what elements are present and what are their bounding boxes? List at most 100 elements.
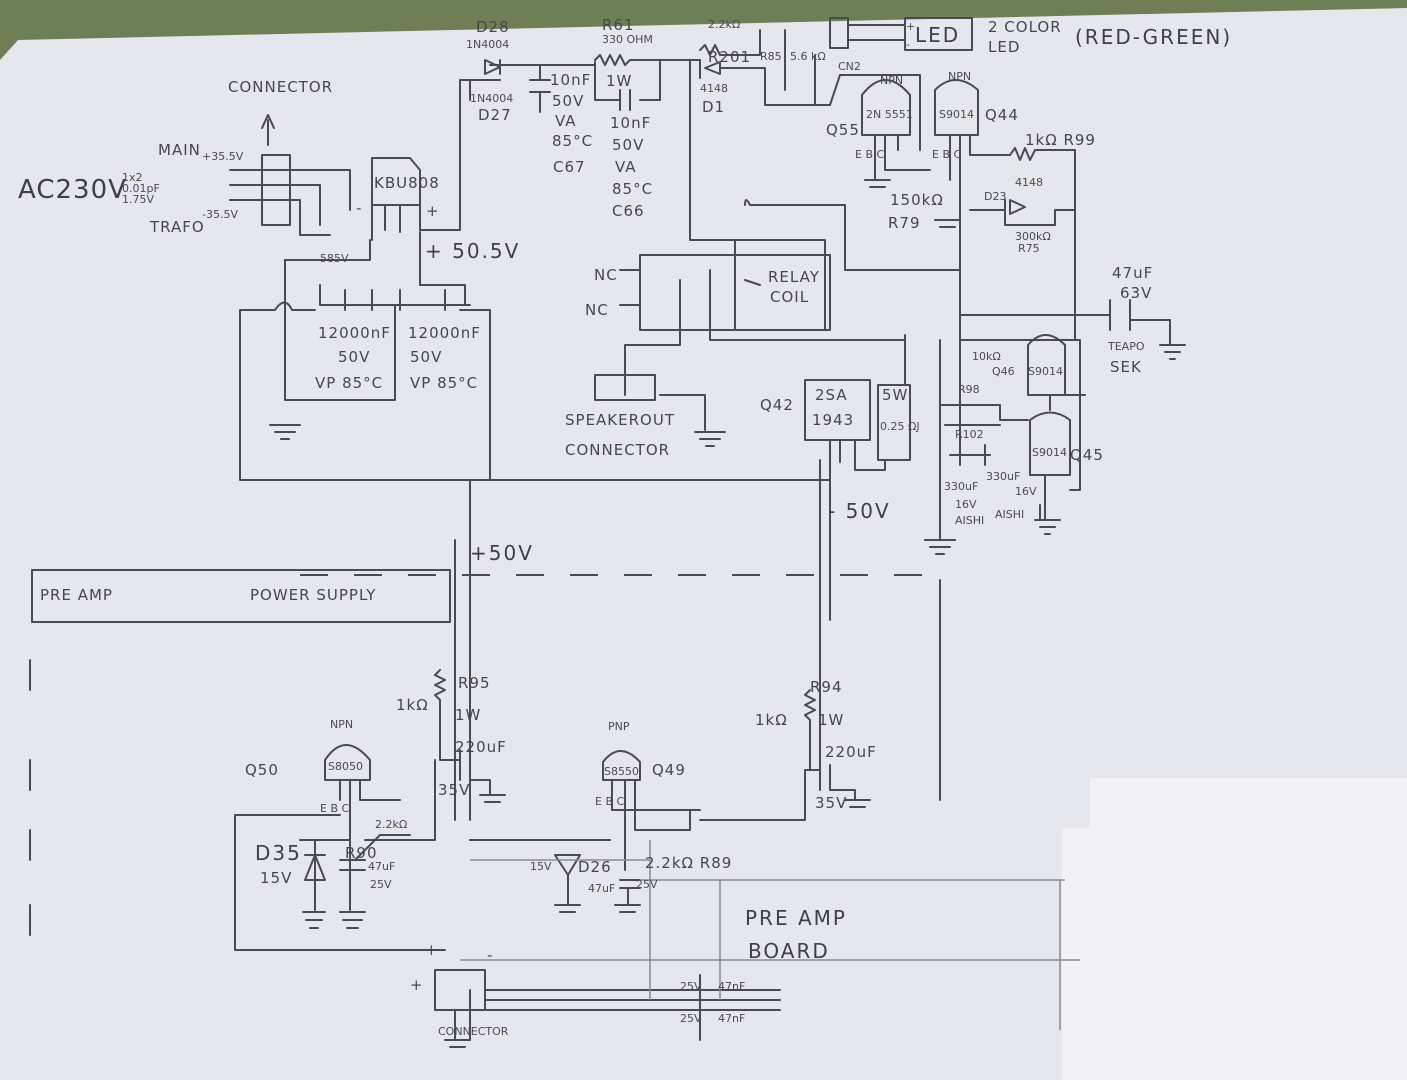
- label-25v: 25V: [636, 878, 658, 891]
- label-cap-50v: 50V: [338, 348, 370, 366]
- label-minus-35v: -35.5V: [202, 208, 238, 221]
- label-q46: Q46: [992, 365, 1015, 378]
- label-c67-type: VA: [555, 112, 577, 130]
- ground-symbols: [269, 179, 1186, 1048]
- label-q50-part: S8050: [328, 760, 363, 773]
- label-r90: R90: [345, 844, 378, 862]
- label-c330: 330uF: [986, 470, 1020, 483]
- label-r102: R102: [955, 428, 984, 441]
- label-r90-value: 2.2kΩ: [375, 818, 407, 831]
- label-connector-bottom: CONNECTOR: [438, 1025, 509, 1038]
- label-25v: 25V: [680, 1012, 702, 1025]
- label-q55-part: 2N 5551: [866, 108, 913, 121]
- label-cap-12000nf: 12000nF: [408, 324, 481, 342]
- label-speaker-connector: CONNECTOR: [565, 441, 670, 459]
- label-plus: +: [425, 941, 439, 959]
- label-ac230v: AC230V: [18, 175, 127, 205]
- label-r79-value: 150kΩ: [890, 191, 944, 209]
- label-aishi: AISHI: [955, 514, 984, 527]
- label-25v: 25V: [680, 980, 702, 993]
- label-c220: 220uF: [825, 743, 877, 761]
- label-47nf: 47nF: [718, 1012, 745, 1025]
- label-r-10k: 10kΩ: [972, 350, 1001, 363]
- label-cap-type: VP 85°C: [315, 374, 383, 392]
- label-c66: C66: [612, 202, 645, 220]
- label-led: LED: [915, 23, 960, 47]
- label-preamp: PRE AMP: [40, 586, 113, 604]
- label-plus: +: [410, 976, 424, 994]
- label-r75-value: 300kΩ: [1015, 230, 1051, 243]
- label-ebc: E B C: [595, 795, 624, 808]
- label-r95: R95: [458, 674, 491, 692]
- label-d35: D35: [255, 841, 302, 865]
- label-cap-type: VP 85°C: [410, 374, 478, 392]
- label-q42-part: 1943: [812, 411, 854, 429]
- label-q44: Q44: [985, 106, 1019, 124]
- label-c47-value: 47uF: [1112, 264, 1153, 282]
- label-trafo-spec: 1x2: [122, 171, 143, 184]
- label-minus-50v: - 50V: [828, 499, 891, 523]
- label-speaker-out: SPEAKEROUT: [565, 411, 675, 429]
- label-plus-50v: +50V: [470, 541, 534, 565]
- label-r95-value: 1kΩ: [396, 696, 429, 714]
- label-r75: R75: [1018, 242, 1040, 255]
- label-d23: D23: [984, 190, 1006, 203]
- label-q49-type: PNP: [608, 720, 630, 733]
- label-q45-part: S9014: [1032, 446, 1067, 459]
- label-plus-50-5v: + 50.5V: [425, 239, 520, 263]
- label-q46-part: S9014: [1028, 365, 1063, 378]
- label-c47-series: SEK: [1110, 358, 1142, 376]
- label-d28: D28: [476, 18, 510, 36]
- label-q42-part: 2SA: [815, 386, 848, 404]
- label-d1: D1: [702, 98, 725, 116]
- paper-sheet: [0, 8, 1407, 1080]
- label-d23-part: 4148: [1015, 176, 1043, 189]
- label-minus: -: [356, 199, 362, 217]
- label-cap-12000nf: 12000nF: [318, 324, 391, 342]
- label-led-minus: -: [906, 38, 910, 51]
- label-nc: NC: [585, 301, 609, 319]
- label-ebc: E B C: [932, 148, 961, 161]
- label-q50-type: NPN: [330, 718, 353, 731]
- label-aishi: AISHI: [995, 508, 1024, 521]
- label-c67-voltage: 50V: [552, 92, 584, 110]
- label-5w: 5W: [882, 386, 908, 404]
- label-47uf: 47uF: [588, 882, 615, 895]
- label-q44-type: NPN: [948, 70, 971, 83]
- label-led-desc: 2 COLOR: [988, 18, 1062, 36]
- blank-patch: [1090, 778, 1407, 1080]
- label-c67-temp: 85°C: [552, 132, 593, 150]
- label-relay: RELAY: [768, 268, 820, 286]
- label-q44-part: S9014: [939, 108, 974, 121]
- label-led-plus: +: [906, 20, 915, 33]
- label-35v: 35V: [438, 781, 470, 799]
- label-0-25-ohm: 0.25 ΩJ: [880, 420, 920, 433]
- label-r85: R85: [760, 50, 782, 63]
- label-35v: 35V: [815, 794, 847, 812]
- label-r61-value: 330 OHM: [602, 33, 653, 46]
- label-r98: R98: [958, 383, 980, 396]
- label-c67-value: 10nF: [550, 71, 591, 89]
- label-16v: 16V: [1015, 485, 1037, 498]
- label-r61: R61: [602, 16, 635, 34]
- label-cn2: CN2: [838, 60, 861, 73]
- label-relay-coil: COIL: [770, 288, 809, 306]
- label-d27: D27: [478, 106, 512, 124]
- label-c67: C67: [553, 158, 586, 176]
- label-q55-type: NPN: [880, 74, 903, 87]
- label-bridge-rectifier: KBU808: [374, 174, 440, 192]
- label-47uf: 47uF: [368, 860, 395, 873]
- label-d35-voltage: 15V: [260, 869, 292, 887]
- label-16v: 16V: [955, 498, 977, 511]
- label-power-supply: POWER SUPPLY: [250, 586, 376, 604]
- label-nc: NC: [594, 266, 618, 284]
- label-ebc: E B C: [320, 802, 349, 815]
- labels: CONNECTOR AC230V 1x2 0.01pF 1.75V MAIN +…: [18, 16, 1230, 1038]
- label-q55: Q55: [826, 121, 860, 139]
- label-c47-brand: TEAPO: [1107, 340, 1145, 353]
- label-trafo-spec: 0.01pF: [122, 182, 160, 195]
- label-r85-value: 5.6 kΩ: [790, 50, 826, 63]
- label-q42: Q42: [760, 396, 794, 414]
- label-25v: 25V: [370, 878, 392, 891]
- label-c66-voltage: 50V: [612, 136, 644, 154]
